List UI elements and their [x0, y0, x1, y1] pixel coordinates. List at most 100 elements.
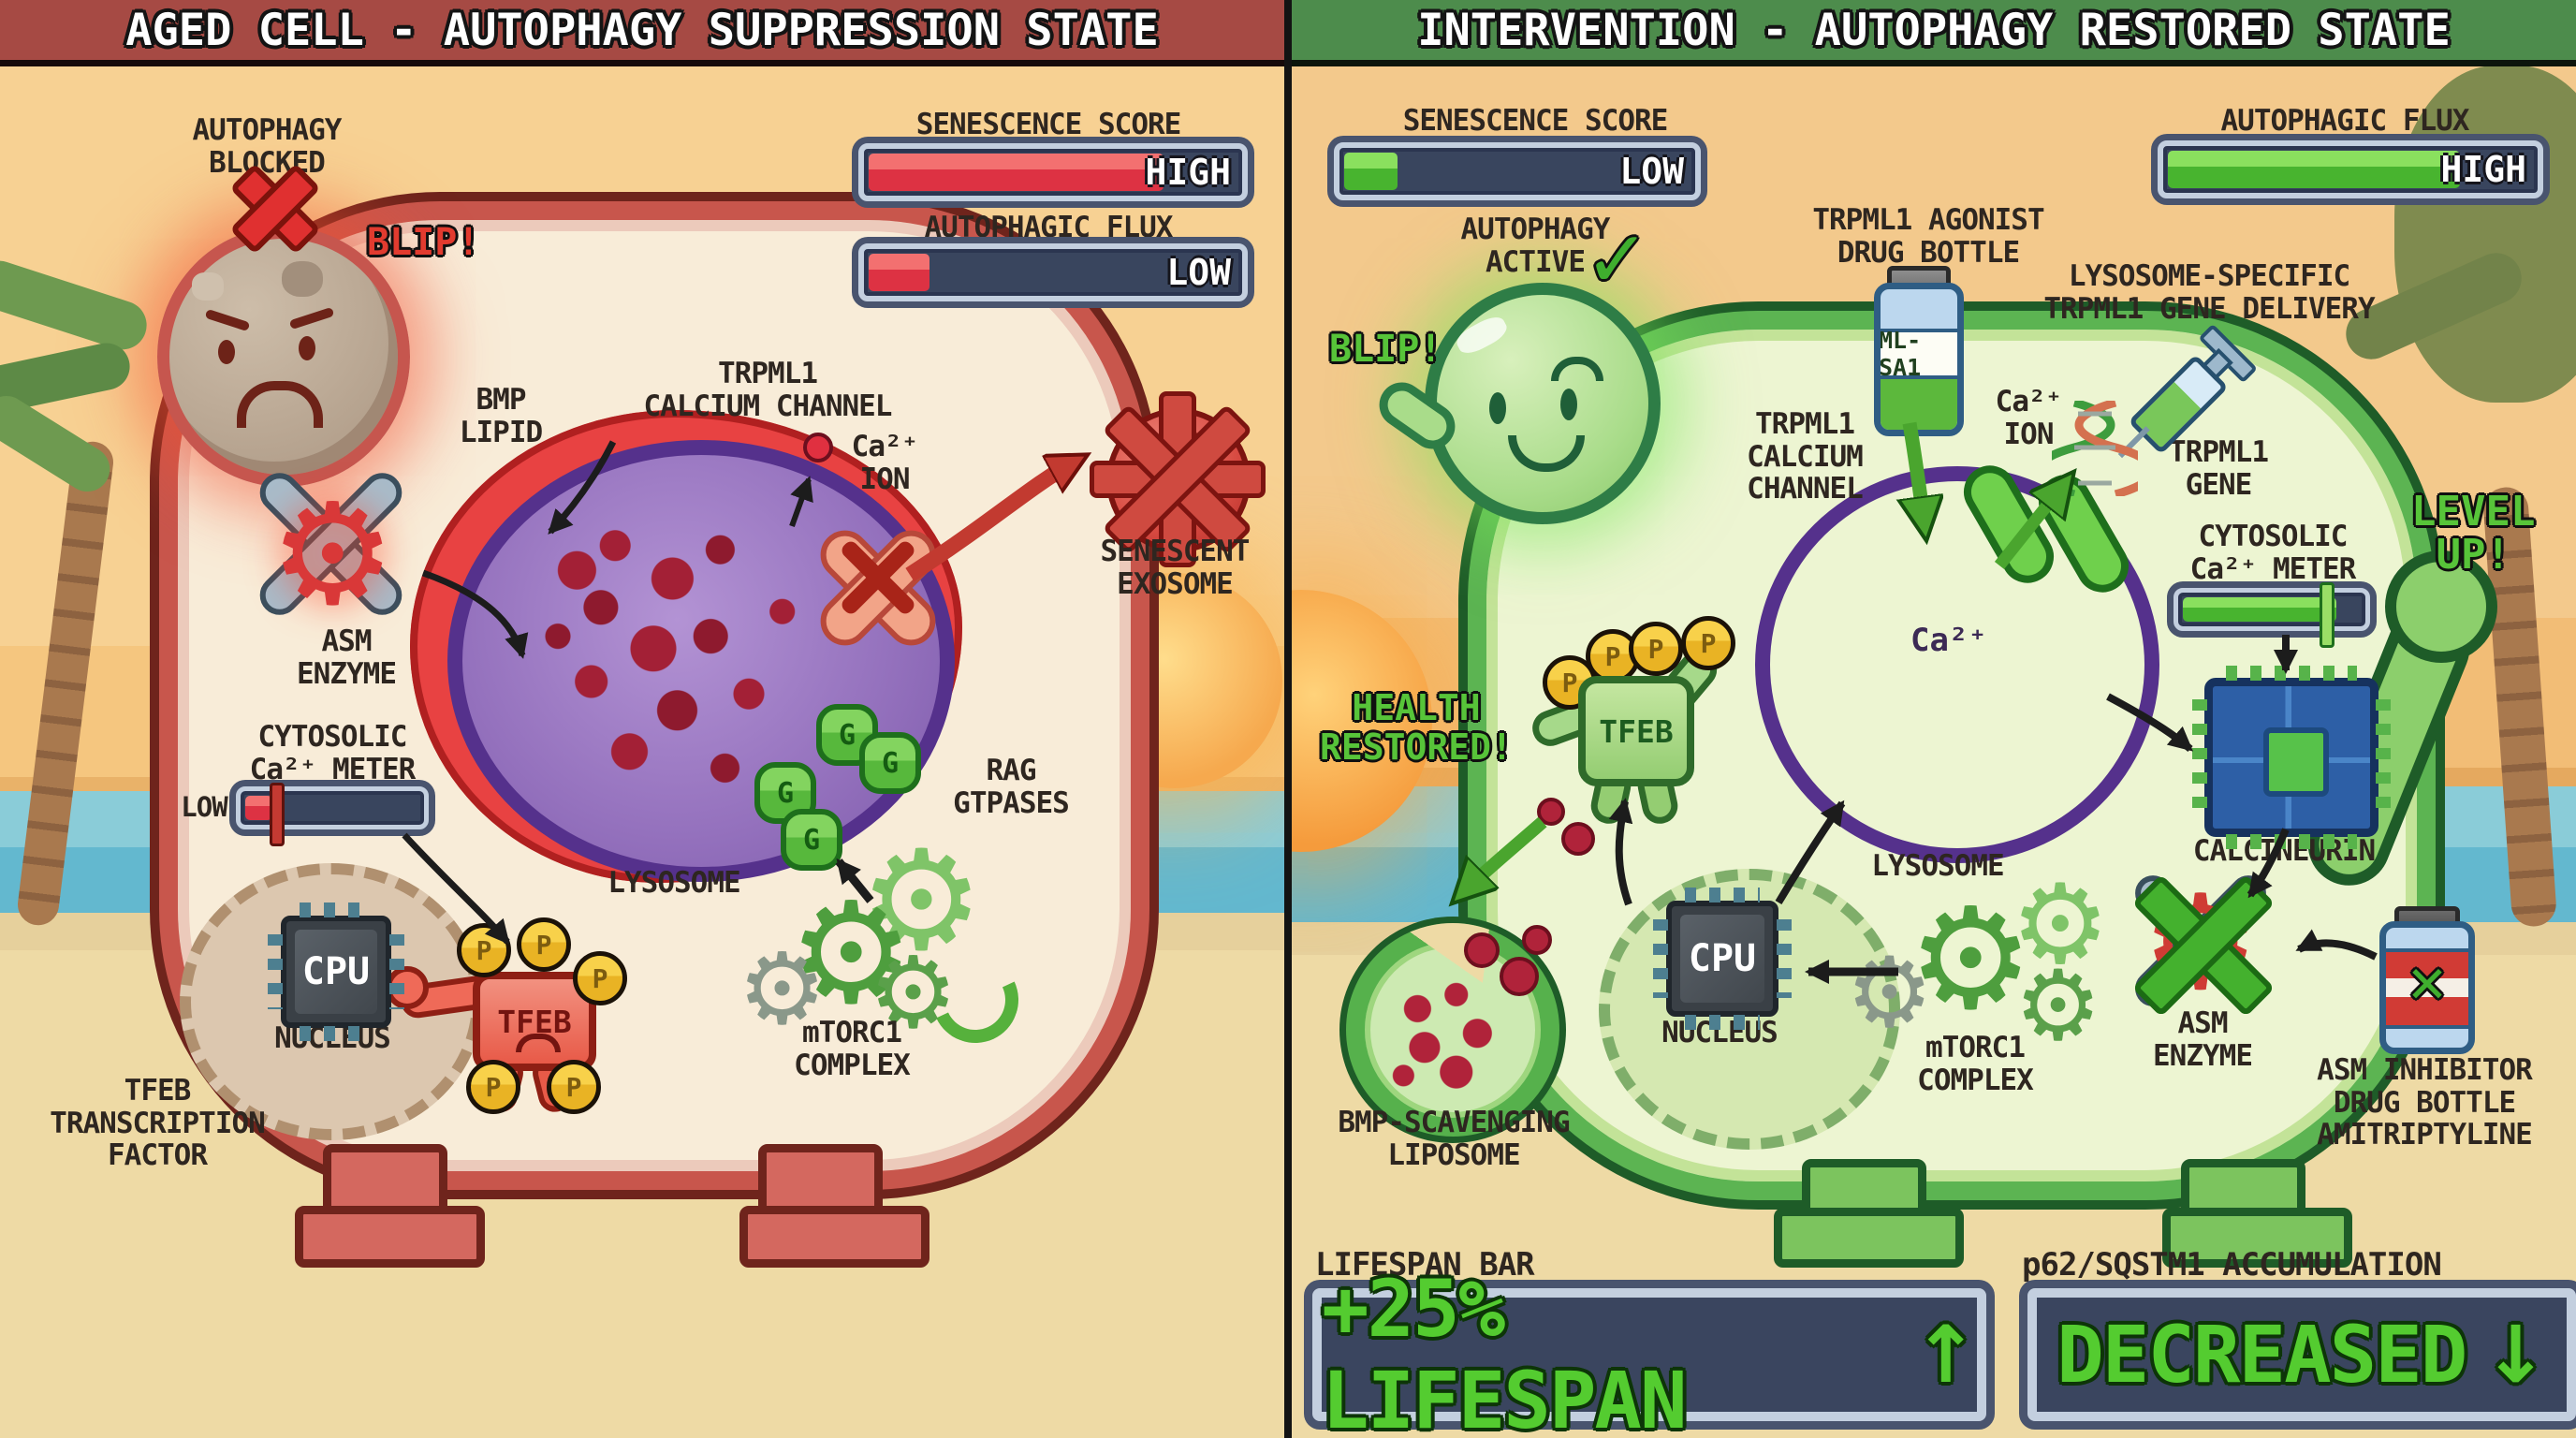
tfeb-character: TFEB — [1578, 676, 1694, 786]
ca-ion-label: Ca²⁺ ION — [851, 430, 919, 496]
phosphate-coin: P — [573, 951, 627, 1005]
chip-core — [2263, 727, 2329, 797]
rag-gtpases-label: RAG GTPASES — [953, 754, 1070, 820]
inhibitor-x-icon: ✕ — [2408, 945, 2446, 1017]
cpu-text: CPU — [301, 950, 371, 993]
senescence-fill — [1344, 153, 1398, 190]
panel-divider — [1284, 0, 1292, 1438]
blob-spot — [282, 261, 323, 297]
autophagy-active-label: AUTOPHAGY ACTIVE — [1460, 213, 1611, 279]
mtorc1-gear-icon: ⚙ — [2011, 859, 2110, 989]
flux-value: LOW — [1166, 252, 1231, 293]
bottle-label-text: ML-SA1 — [1881, 327, 1957, 381]
blob-spot — [192, 272, 224, 301]
g-letter: G — [881, 746, 900, 780]
bottle-red-label — [2386, 948, 2468, 1029]
level-up-text: LEVEL UP! — [2411, 488, 2536, 580]
blob-frown-mouth — [237, 381, 323, 428]
lysosome-label: LYSOSOME — [607, 866, 740, 900]
cytosolic-fill — [245, 796, 273, 820]
chip-pins — [2226, 834, 2357, 849]
meter-needle[interactable] — [2320, 582, 2334, 648]
happy-cell-blob — [1425, 283, 1661, 524]
check-icon: ✓ — [1589, 204, 1644, 309]
chip-pins — [2226, 666, 2357, 681]
blob-eye — [218, 340, 235, 364]
senescence-score-meter: HIGH — [858, 143, 1248, 201]
cytosolic-ca-meter-label: CYTOSOLIC Ca²⁺ METER — [249, 720, 417, 786]
bmp-scavenging-liposome — [1346, 923, 1559, 1137]
p62-accumulation-label: p62/SQSTM1 ACCUMULATION — [2022, 1246, 2442, 1284]
trpml1-gene-label: TRPML1 GENE — [2169, 435, 2269, 502]
chip-pins — [1653, 919, 1668, 998]
chip-pins — [300, 1026, 373, 1041]
blob-shine — [1453, 312, 1511, 359]
phosphate-p: P — [1647, 633, 1664, 665]
blob-brow — [1551, 357, 1603, 381]
blip-text: BLIP! — [367, 221, 480, 264]
phosphate-p: P — [1700, 627, 1717, 659]
phosphate-p: P — [476, 934, 492, 966]
senescence-score-meter: LOW — [1334, 142, 1701, 200]
senescence-value: LOW — [1619, 151, 1684, 192]
blob-brow — [288, 306, 335, 330]
bmp-dot — [1537, 798, 1565, 826]
g-letter: G — [776, 776, 795, 810]
cytosolic-ca-meter-label: CYTOSOLIC Ca²⁺ METER — [2189, 520, 2357, 586]
cytosolic-low-label: LOW — [181, 791, 227, 823]
dna-helix-icon — [2052, 401, 2138, 496]
blob-smile — [1508, 435, 1585, 472]
phosphate-p: P — [1561, 667, 1578, 698]
lifespan-bar-label: LIFESPAN BAR — [1315, 1246, 1535, 1284]
autophagic-flux-label: AUTOPHAGIC FLUX — [924, 211, 1174, 244]
palm-canopy — [2394, 66, 2576, 403]
aged-cell-blob — [157, 227, 410, 487]
up-arrow-icon: ↑ — [1912, 1309, 1979, 1401]
bmp-dot — [1522, 925, 1552, 955]
phosphate-p: P — [1604, 640, 1621, 672]
phosphate-coin: P — [1629, 622, 1683, 676]
flux-fill — [869, 254, 929, 291]
phosphate-coin: P — [457, 923, 511, 977]
g-letter: G — [802, 823, 821, 857]
rag-gtpase-g: G — [859, 732, 921, 794]
blob-brow — [204, 308, 251, 332]
lifespan-value: +25% LIFESPAN — [1322, 1263, 1688, 1438]
palm-trunk — [15, 439, 116, 928]
mtorc1-gear-icon: ⚙ — [738, 932, 827, 1047]
trpml1-channel-label: TRPML1 CALCIUM CHANNEL — [1747, 407, 1864, 506]
meter-needle[interactable] — [270, 783, 285, 846]
blob-eye — [1560, 389, 1577, 420]
mtorc1-gear-icon: ⚙ — [859, 820, 984, 981]
phosphate-p: P — [535, 929, 552, 961]
chip-pins — [389, 934, 404, 1009]
autophagic-flux-meter: LOW — [858, 243, 1248, 301]
cell-foot — [2162, 1208, 2352, 1268]
chip-pins — [1685, 1015, 1760, 1030]
lifespan-panel: +25% LIFESPAN ↑ — [1312, 1263, 1986, 1438]
senescence-score-label: SENESCENCE SCORE — [1402, 104, 1669, 138]
rag-gtpase-g: G — [781, 809, 842, 871]
cytosolic-ca-meter — [2174, 588, 2370, 631]
tfeb-text: TFEB — [1599, 712, 1674, 750]
phosphate-p: P — [592, 962, 608, 994]
bottle-body: ML-SA1 — [1874, 283, 1964, 436]
chip-core — [1680, 915, 1764, 1003]
chip-pins — [300, 902, 373, 917]
mtorc1-gear-icon: ⚙ — [2014, 948, 2102, 1063]
mtorc1-gear-icon: ⚙ — [869, 935, 959, 1050]
tfeb-character: TFEB — [473, 972, 596, 1071]
flux-fill — [2168, 151, 2460, 188]
blob-eye — [1489, 392, 1506, 424]
phosphate-p: P — [565, 1071, 582, 1103]
chip-pins — [268, 934, 283, 1009]
bmp-dot — [1464, 932, 1500, 968]
chip-pins — [2376, 699, 2391, 815]
bmp-dot — [1561, 822, 1595, 856]
left-panel-title: AGED CELL - AUTOPHAGY SUPPRESSION STATE — [0, 0, 1284, 66]
cpu-text: CPU — [1688, 937, 1757, 980]
cpu-nucleus-chip: CPU — [268, 902, 404, 1041]
calcium-ion-dot — [803, 433, 833, 462]
bottle-label-stripe — [2386, 978, 2468, 997]
phosphate-coin: P — [466, 1060, 520, 1114]
